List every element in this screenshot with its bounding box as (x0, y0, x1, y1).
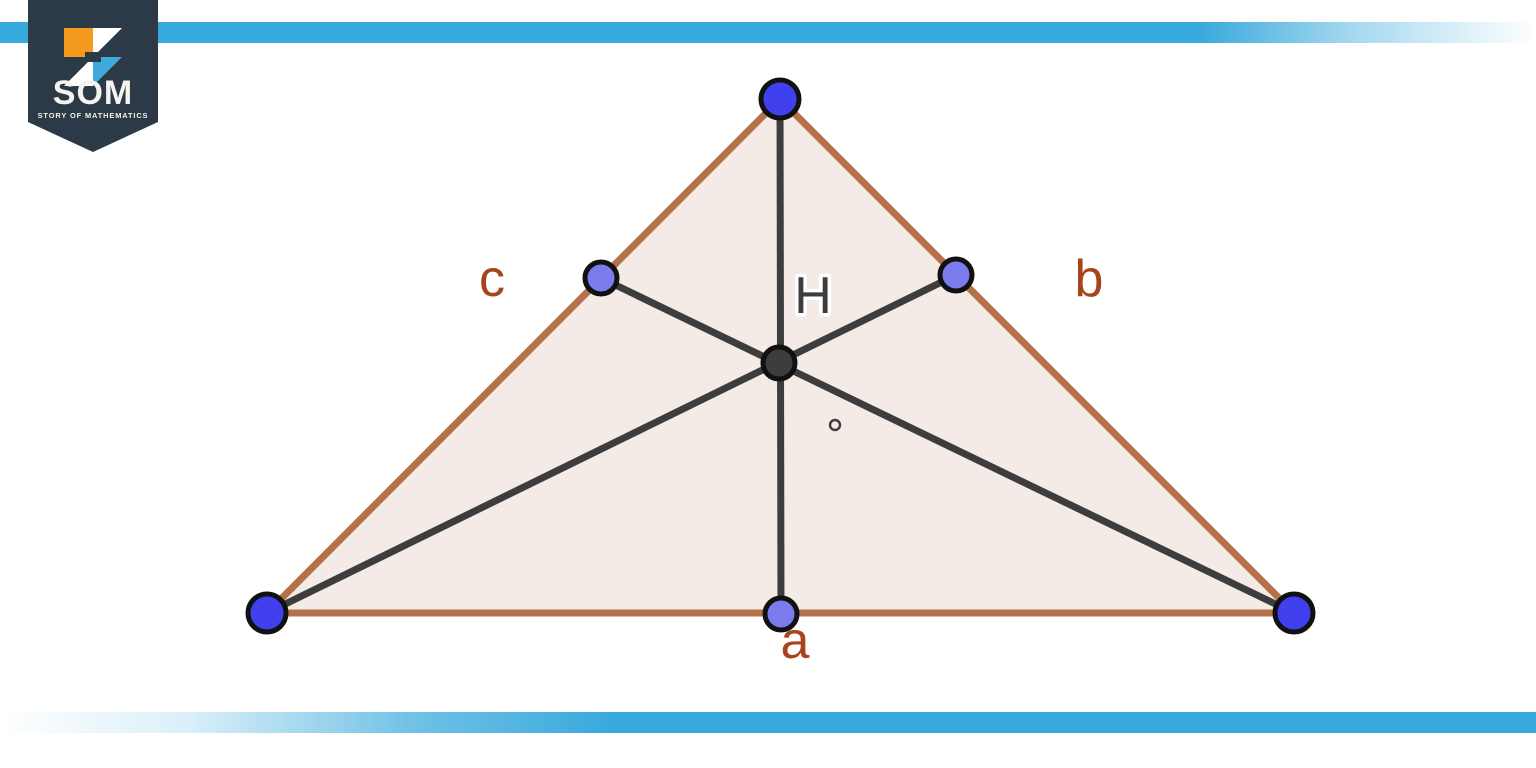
right-angle-degree-marker (828, 418, 842, 432)
orthocenter-point[interactable] (760, 344, 798, 382)
side-c-left (263, 95, 784, 617)
side-label-a: a (781, 612, 810, 670)
top-accent-bar (0, 22, 1536, 43)
foot-on-side-c[interactable] (582, 259, 620, 297)
bottom-accent-bar (0, 712, 1536, 733)
altitude-from-bottom-left (265, 271, 958, 617)
altitude-from-bottom-right (599, 274, 1296, 617)
brand-logo: SOM STORY OF MATHEMATICS (28, 0, 158, 152)
brand-tagline: STORY OF MATHEMATICS (38, 111, 149, 120)
foot-on-side-b[interactable] (937, 256, 975, 294)
side-label-c: c (479, 250, 505, 308)
som-monogram-icon (64, 28, 122, 86)
side-label-b: b (1075, 250, 1104, 308)
foot-on-side-a[interactable] (762, 595, 800, 633)
bottom-left-vertex[interactable] (245, 591, 289, 635)
brand-wordmark: SOM (53, 74, 133, 112)
orthocenter-label-h: H (794, 267, 832, 325)
apex-vertex[interactable] (758, 77, 802, 121)
bottom-right-vertex[interactable] (1272, 591, 1316, 635)
side-b-right (776, 95, 1298, 617)
